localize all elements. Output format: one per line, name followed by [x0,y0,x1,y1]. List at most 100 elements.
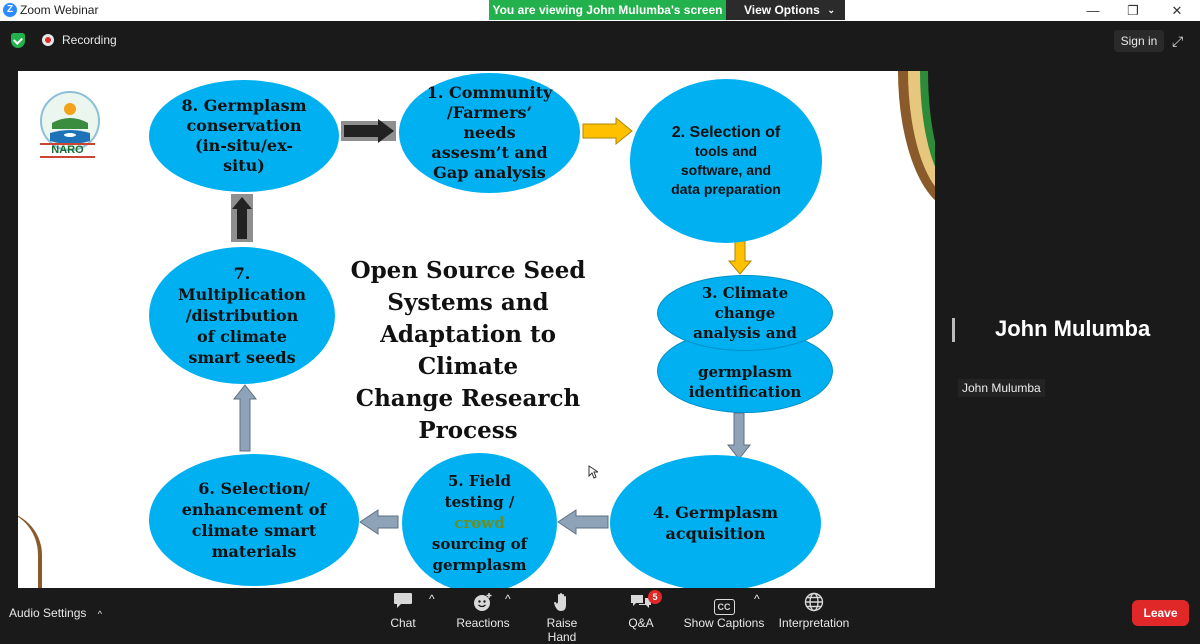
chat-icon [385,592,421,616]
reactions-button[interactable]: Reactions [455,592,511,630]
node-line: 8. Germplasm [181,96,307,115]
shared-slide: NARO 8. Germplasm conservation (in-situ/… [18,71,935,588]
interpretation-label: Interpretation [778,616,850,630]
restore-button[interactable]: ❐ [1127,3,1139,18]
arrow-6-to-7 [232,384,258,452]
arrow-4-to-5 [557,509,609,535]
slide-title-line: Adaptation to Climate [380,321,556,380]
node-line: conservation [186,116,302,135]
slide-title-line: Change Research [355,385,581,412]
slide-decoration-right [898,71,935,211]
speaker-name-tag: John Mulumba [958,379,1045,397]
node-7-multiplication-distribution: 7. Multiplication /distribution of clima… [149,247,335,384]
node-line: assesm’t and [431,143,548,162]
node-line: 5. Field [448,471,511,490]
slide-title: Open Source Seed Systems and Adaptation … [336,255,600,447]
arrow-5-to-6 [359,509,399,535]
node-line: identification [688,383,802,401]
node-4-germplasm-acquisition: 4. Germplasm acquisition [610,455,821,588]
security-shield-icon[interactable] [11,33,25,48]
arrow-1-to-2 [582,116,633,146]
qa-label: Q&A [628,616,654,630]
node-line: tools and [694,143,758,159]
node-line: 2. Selection of [671,124,781,141]
flow-arrows [231,116,753,535]
interpretation-button[interactable]: Interpretation [776,592,852,630]
node-line: Multiplication [177,285,307,304]
node-1-community-needs: 1. Community /Farmers’ needs assesm’t an… [399,73,580,193]
speaker-panel-handle[interactable] [952,318,955,342]
node-line: situ) [223,156,265,175]
node-5-field-testing: 5. Field testing / crowd sourcing of ger… [402,453,557,588]
node-line: climate smart [191,521,317,540]
captions-options-caret[interactable]: ^ [754,592,760,606]
cc-glyph: CC [713,599,735,615]
slide-title-line: Process [418,417,518,444]
node-line: 1. Community [426,83,553,102]
globe-icon [776,592,852,616]
node-line: /distribution [185,306,299,325]
viewing-screen-banner: You are viewing John Mulumba's screen [489,0,726,20]
node-line: sourcing of [431,534,528,553]
mouse-cursor-icon [588,465,598,479]
raise-hand-button[interactable]: Raise Hand [532,592,592,644]
raise-hand-label: Raise Hand [546,616,578,644]
node-line: 4. Germplasm [652,503,779,522]
close-window-button[interactable]: ✕ [1171,3,1183,18]
recording-label: Recording [62,33,117,47]
arrow-8-to-1 [341,119,396,143]
chat-label: Chat [390,616,416,630]
slide-title-line: Systems and [387,289,549,316]
slide-title-line: Open Source Seed [350,257,586,284]
node-line: data preparation [671,181,781,197]
view-options-button[interactable]: View Options ⌄ [726,0,845,20]
slide-decoration-left [18,511,42,588]
reactions-label: Reactions [456,616,510,630]
chevron-down-icon: ⌄ [827,5,835,15]
node-line: materials [211,542,297,561]
node-line: testing / [444,492,515,511]
caret-up-icon[interactable]: ^ [97,609,102,619]
chat-options-caret[interactable]: ^ [429,592,435,606]
node-line: analysis and [693,324,797,342]
arrow-3-to-4 [726,412,752,460]
zoom-app-icon: Z [3,3,17,17]
qa-notification-badge: 5 [648,590,662,604]
naro-logo [40,91,100,151]
node-line: software, and [680,162,772,178]
window-title: Zoom Webinar [20,3,99,17]
node-line: change [714,304,776,322]
node-line: acquisition [665,524,766,543]
chat-button[interactable]: Chat [385,592,421,630]
node-3-climate-change-analysis: 3. Climate change analysis and [657,275,833,351]
reactions-options-caret[interactable]: ^ [505,592,511,606]
node-line-crowd: crowd [454,513,505,532]
node-line: of climate [197,327,287,346]
node-6-selection-enhancement: 6. Selection/ enhancement of climate sma… [149,454,359,586]
node-line: germplasm [432,555,527,574]
node-line: smart seeds [188,348,296,367]
show-captions-label: Show Captions [683,616,765,630]
show-captions-button[interactable]: CC Show Captions [683,592,765,630]
leave-button[interactable]: Leave [1132,600,1189,626]
view-options-label: View Options [744,3,820,17]
node-line: 6. Selection/ [198,479,310,498]
node-line: 3. Climate [701,284,789,302]
node-8-germplasm-conservation: 8. Germplasm conservation (in-situ/ex- s… [149,80,339,192]
node-line: /Farmers’ [446,103,533,122]
reactions-smiley-icon [455,592,511,616]
closed-captions-icon: CC [683,592,765,616]
arrow-7-to-8 [231,194,253,242]
node-2-tools-selection: 2. Selection of tools and software, and … [630,79,822,243]
audio-settings-label: Audio Settings [9,606,87,620]
node-line: (in-situ/ex- [195,136,293,155]
node-line: needs [463,123,516,142]
audio-settings-button[interactable]: Audio Settings ^ [9,606,102,620]
recording-icon [42,34,54,46]
arrow-2-to-3 [727,240,753,275]
sign-in-button[interactable]: Sign in [1114,30,1164,52]
naro-logo-text: NARO [40,143,95,158]
node-line: enhancement of [181,500,327,519]
fullscreen-icon[interactable]: ⤢ [1172,33,1184,49]
minimize-button[interactable]: — [1086,3,1100,18]
